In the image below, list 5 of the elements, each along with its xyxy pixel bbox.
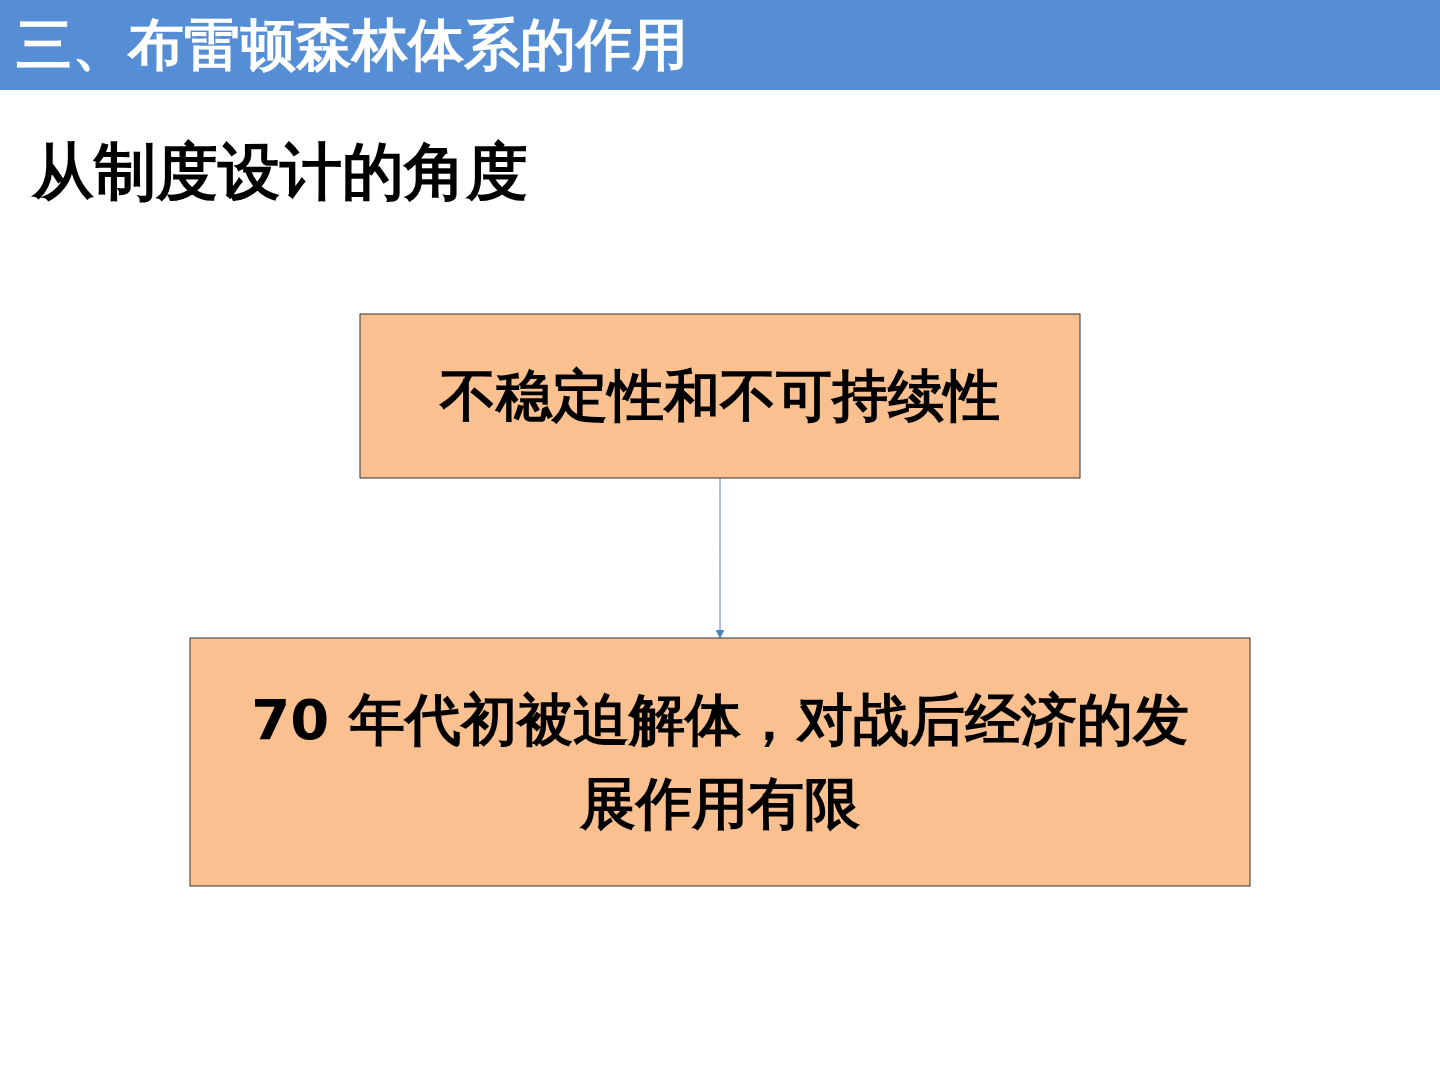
header-title: 三、布雷顿森林体系的作用 — [0, 0, 1440, 90]
subtitle: 从制度设计的角度 — [32, 134, 529, 210]
arrow — [715, 477, 725, 639]
node-box: 不稳定性和不可持续性 — [359, 313, 1081, 479]
node-box: 70 年代初被迫解体，对战后经济的发展作用有限 — [189, 637, 1251, 887]
